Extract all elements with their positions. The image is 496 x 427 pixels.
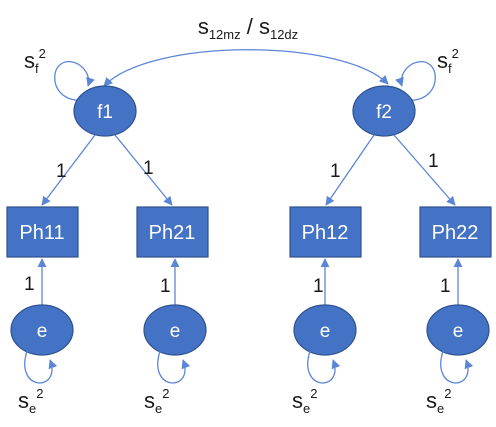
loading-arrow-f2-ph22	[393, 134, 456, 206]
error-loading-label-ph21: 1	[160, 276, 171, 297]
loading-label-ph21: 1	[143, 158, 154, 179]
variance-label-f2: sf2	[437, 46, 459, 76]
covariance-label: s12mz / s12dz	[198, 14, 298, 42]
factor-node-f2	[352, 85, 416, 137]
factor-label-f2: f2	[376, 102, 392, 123]
error-label-ph12: e	[320, 321, 331, 342]
loading-arrow-f1-ph11	[41, 134, 96, 206]
self-loop-e-ph12	[307, 350, 341, 384]
error-node-ph11	[10, 304, 74, 356]
error-node-ph22	[426, 304, 490, 356]
error-loading-label-ph22: 1	[440, 276, 451, 297]
loading-label-ph12: 1	[330, 161, 341, 182]
error-variance-label-ph22: se2	[426, 386, 451, 416]
phenotype-label-ph12: Ph12	[302, 222, 349, 244]
covariance-arc	[103, 49, 389, 87]
error-label-ph21: e	[170, 321, 181, 342]
error-node-ph21	[143, 304, 207, 356]
phenotype-box-ph12	[289, 206, 362, 258]
factor-label-f1: f1	[97, 102, 113, 123]
error-variance-label-ph21: se2	[144, 386, 169, 416]
error-label-ph11: e	[37, 321, 48, 342]
loading-label-ph11: 1	[56, 161, 67, 182]
self-loop-f1	[54, 61, 95, 101]
phenotype-box-ph22	[419, 206, 492, 258]
error-node-ph12	[293, 304, 357, 356]
error-variance-label-ph12: se2	[292, 386, 317, 416]
phenotype-label-ph21: Ph21	[149, 222, 196, 244]
factor-node-f1	[73, 85, 137, 137]
self-loop-e-ph21	[157, 350, 191, 384]
loading-label-ph22: 1	[428, 151, 439, 172]
error-variance-label-ph11: se2	[18, 386, 43, 416]
phenotype-label-ph22: Ph22	[432, 222, 479, 244]
error-label-ph22: e	[453, 321, 464, 342]
phenotype-box-ph21	[136, 206, 209, 258]
loading-arrow-f2-ph12	[325, 134, 375, 206]
self-loop-e-ph11	[24, 350, 58, 384]
phenotype-label-ph11: Ph11	[19, 222, 64, 244]
self-loop-e-ph22	[440, 350, 474, 384]
self-loop-f2	[395, 61, 436, 101]
error-loading-label-ph11: 1	[24, 274, 35, 295]
error-loading-label-ph12: 1	[313, 276, 324, 297]
loading-arrow-f1-ph21	[114, 134, 173, 206]
phenotype-box-ph11	[6, 206, 79, 258]
variance-label-f1: sf2	[24, 46, 46, 76]
